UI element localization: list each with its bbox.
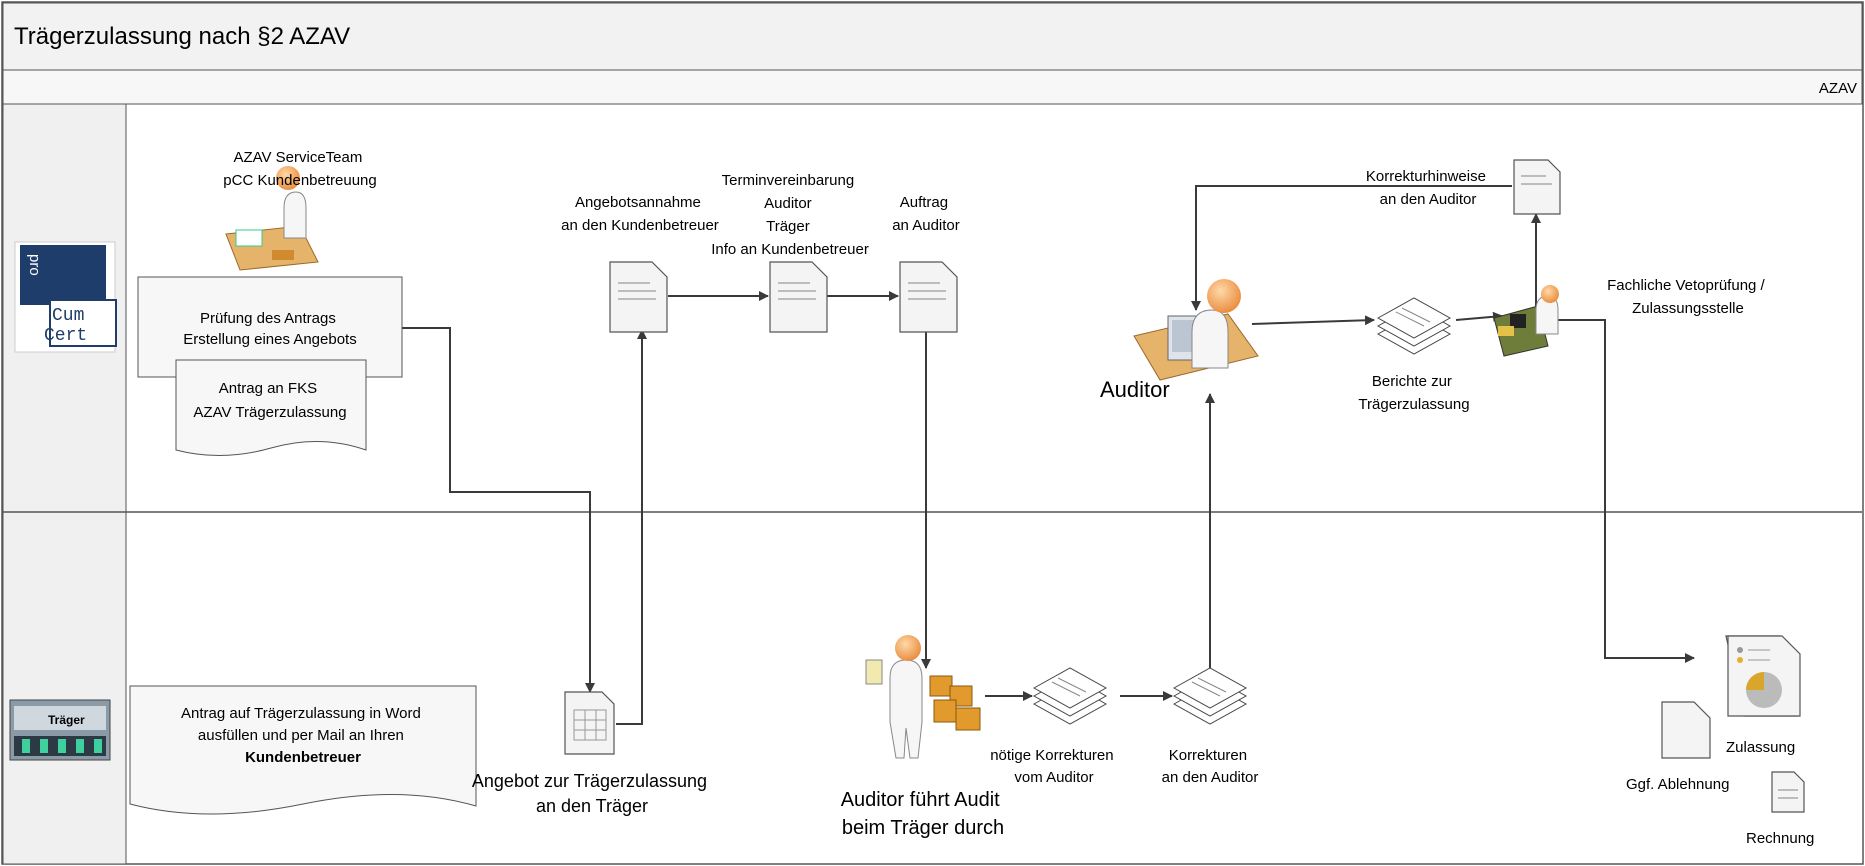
antrag-word-doc xyxy=(129,685,477,815)
vetopruefung-workstation-icon xyxy=(1493,285,1559,357)
flow-connectors xyxy=(400,185,1695,725)
zulassung-report-icon xyxy=(1725,635,1801,717)
angebotsannahme-label: Angebotsannahme an den Kundenbetreuer xyxy=(561,194,719,234)
pool-header xyxy=(2,69,1863,105)
auftrag-doc-icon xyxy=(899,261,958,333)
svg-text:pro: pro xyxy=(26,254,43,276)
korrekturen-label: Korrekturen an den Auditor xyxy=(1162,747,1259,786)
audit-traeger-label: Auditor führt Audit beim Träger durch xyxy=(841,789,1006,839)
antrag-fks-doc xyxy=(175,359,367,456)
auftrag-label: Auftrag an Auditor xyxy=(892,194,960,234)
auditor-label: Auditor xyxy=(1100,377,1170,402)
vetopruefung-label: Fachliche Vetoprüfung / Zulassungsstelle xyxy=(1607,277,1769,317)
rechnung-doc-icon xyxy=(1771,771,1805,813)
antrag-word-label: Antrag auf Trägerzulassung in Word ausfü… xyxy=(181,705,425,766)
korrekturhinweise-doc-icon xyxy=(1513,159,1561,215)
berichte-label: Berichte zur Trägerzulassung xyxy=(1358,373,1469,413)
auditor-onsite-icon xyxy=(865,635,981,759)
traeger-building-icon: Träger xyxy=(9,699,111,761)
pruefung-label: Prüfung des Antrags Erstellung eines Ang… xyxy=(183,310,356,348)
auditor-desk-icon xyxy=(1133,279,1259,381)
service-team-label: AZAV ServiceTeam pCC Kundenbetreuung xyxy=(223,149,376,189)
zulassung-label: Zulassung xyxy=(1726,739,1795,756)
procumcert-logo: pro Cum Cert xyxy=(14,241,117,353)
antrag-fks-label: Antrag an FKS AZAV Trägerzulassung xyxy=(193,380,346,421)
svg-text:Cert: Cert xyxy=(44,326,87,346)
korrekturhinweise-label: Korrekturhinweise an den Auditor xyxy=(1366,168,1490,208)
ablehnung-label: Ggf. Ablehnung xyxy=(1626,776,1729,793)
korrekturen-stack-icon xyxy=(1172,667,1248,725)
svg-text:Cum: Cum xyxy=(52,306,84,326)
diagram-title: Trägerzulassung nach §2 AZAV xyxy=(14,23,350,50)
pool-label: AZAV xyxy=(1819,80,1857,97)
angebot-spreadsheet-icon xyxy=(564,691,615,755)
angebotsannahme-doc-icon xyxy=(609,261,668,333)
noetige-korrekturen-stack-icon xyxy=(1032,667,1108,725)
lane-header-traeger xyxy=(2,511,127,865)
rechnung-label: Rechnung xyxy=(1746,830,1814,847)
angebot-traeger-label: Angebot zur Trägerzulassung an den Träge… xyxy=(472,771,712,816)
berichte-stack-icon xyxy=(1376,297,1452,355)
ablehnung-doc-icon xyxy=(1661,701,1711,759)
service-team-icon xyxy=(225,166,319,271)
noetige-korrekturen-label: nötige Korrekturen vom Auditor xyxy=(990,747,1118,786)
terminvereinbarung-label: Terminvereinbarung Auditor Träger Info a… xyxy=(711,172,869,258)
svg-text:Träger: Träger xyxy=(48,713,85,727)
title-bar xyxy=(2,2,1863,71)
terminvereinbarung-doc-icon xyxy=(769,261,828,333)
